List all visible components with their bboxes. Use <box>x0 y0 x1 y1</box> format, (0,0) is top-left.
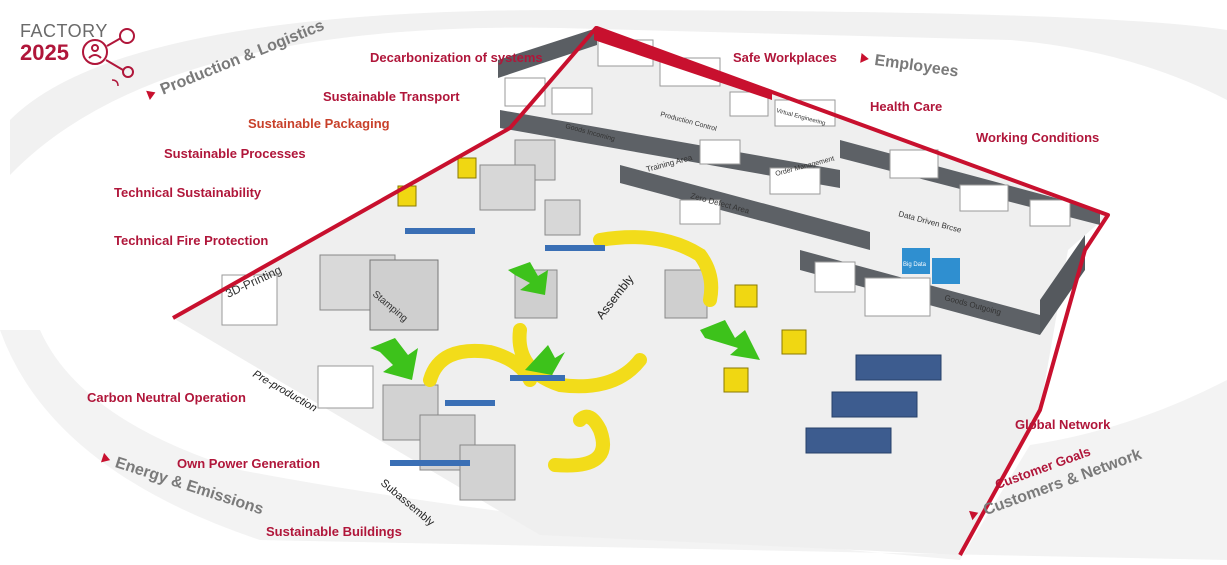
storage-racks <box>479 139 581 236</box>
topic-technical-fire-protection: Technical Fire Protection <box>114 233 269 248</box>
logo-text-factory: FACTORY <box>20 21 108 41</box>
category-arrow-icon <box>860 52 870 64</box>
back-wall-row <box>500 110 840 188</box>
flow-arrows <box>370 262 760 380</box>
forklifts <box>397 157 807 393</box>
topic-decarbonization: Decarbonization of systems <box>370 50 543 65</box>
topic-working-conditions: Working Conditions <box>976 130 1100 145</box>
topic-carbon-neutral-operation: Carbon Neutral Operation <box>87 390 246 405</box>
server-rows <box>805 354 942 454</box>
topic-safe-workplaces: Safe Workplaces <box>733 50 837 65</box>
person-network-icon <box>82 28 135 87</box>
topic-global-network: Global Network <box>1015 417 1111 432</box>
topic-health-care: Health Care <box>870 99 943 114</box>
blue-conveyors <box>390 228 605 466</box>
topic-sustainable-buildings: Sustainable Buildings <box>266 524 402 539</box>
conveyor-tracks <box>423 230 719 473</box>
factory-floor <box>173 28 1108 555</box>
topic-sustainable-packaging: Sustainable Packaging <box>248 116 390 131</box>
factory-outline <box>172 26 1110 556</box>
topic-sustainable-processes: Sustainable Processes <box>164 146 306 161</box>
wall-outline-top <box>594 28 772 100</box>
category-arrow-icon <box>100 452 112 465</box>
office-screens <box>221 39 1071 409</box>
back-wall-left <box>498 28 597 78</box>
topic-own-power-generation: Own Power Generation <box>177 456 321 471</box>
mid-wall <box>620 165 870 250</box>
machines <box>319 254 708 501</box>
topic-technical-sustainability: Technical Sustainability <box>114 185 262 200</box>
category-band-bottom <box>0 330 1227 560</box>
topic-sustainable-transport: Sustainable Transport <box>323 89 460 104</box>
logo-text-year: 2025 <box>20 40 69 65</box>
category-band-top <box>10 10 1227 175</box>
area-big-data: Big Data <box>903 262 927 268</box>
side-wall-right <box>1040 235 1085 335</box>
big-data-cubes <box>902 248 960 284</box>
